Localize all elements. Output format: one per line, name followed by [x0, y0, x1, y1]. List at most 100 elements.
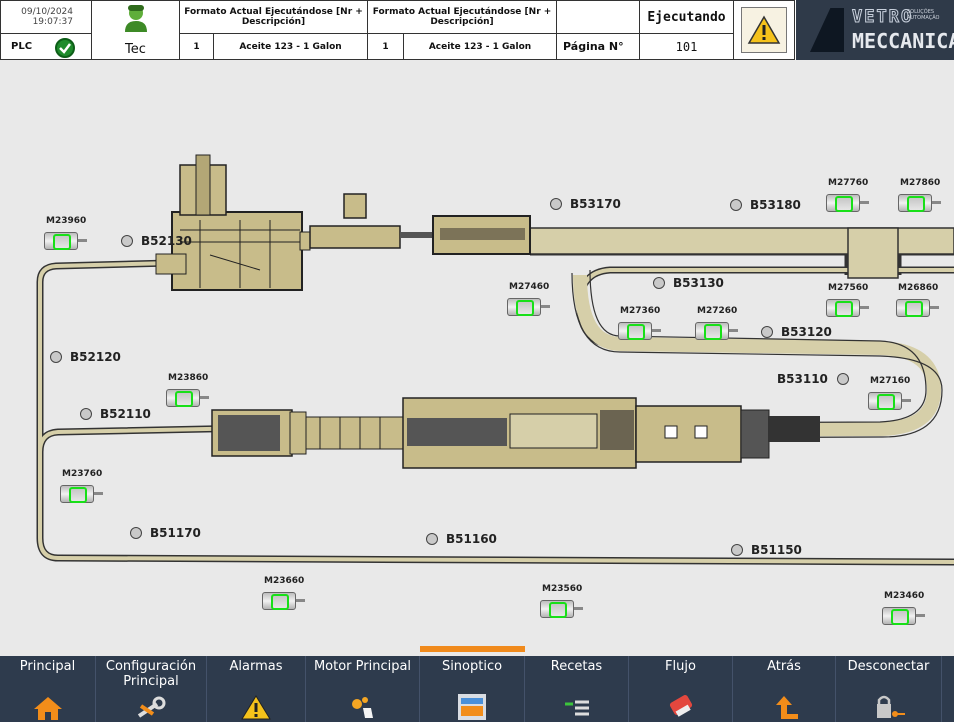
page-number: 101	[639, 33, 734, 60]
motor-icon[interactable]	[826, 297, 870, 319]
time-text: 19:07:37	[32, 17, 73, 27]
motor-icon[interactable]	[44, 230, 88, 252]
machine-status: Ejecutando	[639, 0, 734, 34]
sensor-indicator[interactable]	[426, 533, 438, 545]
motor-label: M27160	[870, 376, 911, 386]
sensor-indicator[interactable]	[837, 373, 849, 385]
flow-eraser-icon	[663, 694, 699, 720]
company-logo: VETRO SOLUÇÕES AUTOMAÇÃO MECCANICA	[796, 0, 954, 60]
sensor-indicator[interactable]	[50, 351, 62, 363]
sensor-indicator[interactable]	[121, 235, 133, 247]
sensor-indicator[interactable]	[130, 527, 142, 539]
header-bar: 09/10/2024 19:07:37 PLC Tec Formato Actu…	[0, 0, 954, 60]
motor-icon[interactable]	[60, 483, 104, 505]
format1-title: Formato Actual Ejecutándose [Nr + Descri…	[179, 0, 368, 34]
home-icon	[30, 694, 66, 720]
nav-button-2[interactable]: Configuración Principal	[96, 656, 207, 722]
nav-button-label: Motor Principal	[313, 659, 412, 674]
nav-button-3[interactable]: Alarmas	[207, 656, 306, 722]
bottom-navigation: Principal Configuración Principal Alarmas M…	[0, 656, 954, 722]
plc-ok-icon	[55, 38, 75, 58]
motor-label: M27460	[509, 282, 550, 292]
conveyor-layout	[36, 154, 954, 566]
nav-button-1[interactable]: Principal	[0, 656, 96, 722]
nav-button-6[interactable]: Recetas	[525, 656, 629, 722]
sensor-indicator[interactable]	[730, 199, 742, 211]
format1-nr: 1	[179, 33, 214, 60]
motor-icon[interactable]	[896, 297, 940, 319]
motor-icon[interactable]	[262, 590, 306, 612]
motor-icon[interactable]	[695, 320, 739, 342]
sensor-indicator[interactable]	[653, 277, 665, 289]
sensor-label: B53130	[673, 276, 724, 290]
nav-button-8[interactable]: Atrás	[733, 656, 836, 722]
nav-button-label: Principal	[19, 659, 76, 674]
motor-icon[interactable]	[826, 192, 870, 214]
warning-icon	[741, 7, 787, 53]
sensor-label: B51160	[446, 532, 497, 546]
wrench-icon	[133, 694, 169, 720]
format2-nr: 1	[367, 33, 404, 60]
nav-button-label: Alarmas	[229, 659, 283, 674]
motor-label: M23760	[62, 469, 103, 479]
nav-button-label: Atrás	[767, 659, 801, 674]
plc-status-cell: PLC	[0, 33, 92, 60]
motor-label: M23560	[542, 584, 583, 594]
sensor-label: B52120	[70, 350, 121, 364]
motor-icon[interactable]	[618, 320, 662, 342]
motor-icon[interactable]	[507, 296, 551, 318]
date-text: 09/10/2024	[21, 7, 73, 17]
format2-desc: Aceite 123 - 1 Galon	[403, 33, 557, 60]
sensor-indicator[interactable]	[80, 408, 92, 420]
motor-icon[interactable]	[868, 390, 912, 412]
sensor-label: B51170	[150, 526, 201, 540]
page-label: Página N°	[556, 33, 640, 60]
nav-button-label: Desconectar	[847, 659, 930, 674]
nav-button-label: Recetas	[550, 659, 603, 674]
plc-label: PLC	[11, 41, 33, 52]
motor-icon[interactable]	[882, 605, 926, 627]
nav-button-5[interactable]: Sinoptico	[420, 656, 525, 722]
motor-icon[interactable]	[540, 598, 584, 620]
sensor-label: B51150	[751, 543, 802, 557]
filler-machine	[155, 154, 311, 291]
sensor-label: B53180	[750, 198, 801, 212]
capper-unit	[309, 225, 401, 249]
sensor-label: B53110	[777, 372, 828, 386]
selected-tab-indicator	[420, 646, 525, 652]
user-icon	[122, 3, 150, 33]
nav-button-4[interactable]: Motor Principal	[306, 656, 420, 722]
motor-label: M23460	[884, 591, 925, 601]
sensor-indicator[interactable]	[731, 544, 743, 556]
sensor-label: B52110	[100, 407, 151, 421]
user-cell[interactable]: Tec	[91, 0, 180, 60]
format2-title: Formato Actual Ejecutándose [Nr + Descri…	[367, 0, 557, 34]
sensor-label: B53120	[781, 325, 832, 339]
warning-icon	[238, 694, 274, 720]
synoptic-screen-icon	[454, 694, 490, 720]
blank-status-cell	[556, 0, 640, 34]
motor-icon[interactable]	[898, 192, 942, 214]
sensor-indicator[interactable]	[761, 326, 773, 338]
motor-icon[interactable]	[166, 387, 210, 409]
motor-label: M27560	[828, 283, 869, 293]
format1-desc: Aceite 123 - 1 Galon	[213, 33, 368, 60]
motor-label: M23660	[264, 576, 305, 586]
sensor-indicator[interactable]	[550, 198, 562, 210]
sensor-label: B52130	[141, 234, 192, 248]
nav-button-label: Flujo	[665, 659, 696, 674]
alarm-warning-button[interactable]	[733, 0, 795, 60]
back-arrow-icon	[766, 694, 802, 720]
motor-label: M27760	[828, 178, 869, 188]
nav-button-label: Sinoptico	[441, 659, 503, 674]
motor-label: M27860	[900, 178, 941, 188]
motor-label: M23860	[168, 373, 209, 383]
logo-bottom-text: MECCANICA	[852, 29, 954, 53]
nav-button-7[interactable]: Flujo	[629, 656, 733, 722]
logo-tag: SOLUÇÕES AUTOMAÇÃO	[907, 9, 940, 21]
nav-button-9[interactable]: Desconectar	[836, 656, 942, 722]
motor-label: M26860	[898, 283, 939, 293]
nav-button-label: Configuración Principal	[105, 659, 197, 689]
sensor-label: B53170	[570, 197, 621, 211]
motor-label: M27260	[697, 306, 738, 316]
